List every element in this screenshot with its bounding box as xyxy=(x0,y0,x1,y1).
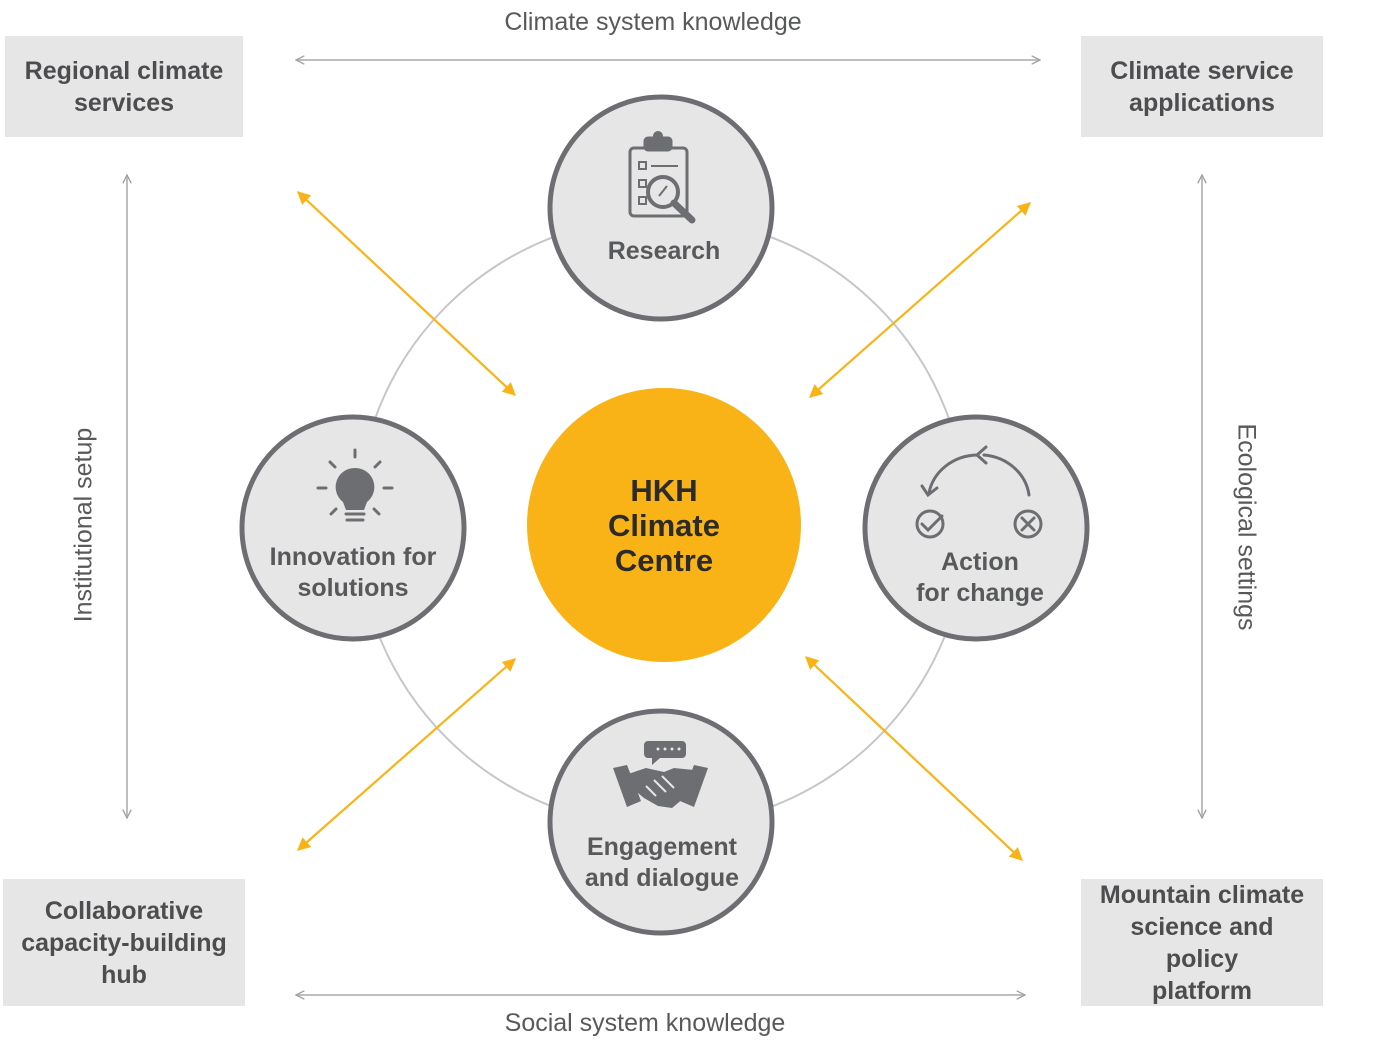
handshake-icon xyxy=(613,741,708,808)
clipboard-magnifier-icon xyxy=(628,131,696,224)
ecological-settings-label: Ecological settings xyxy=(1232,423,1261,631)
regional-climate-services-box: Regional climate services xyxy=(5,36,243,137)
mountain-climate-platform-box: Mountain climate science and policy plat… xyxy=(1081,879,1323,1006)
capacity-building-hub-box: Collaborative capacity-building hub xyxy=(3,879,245,1006)
cycle-check-cross-icon xyxy=(915,445,1043,539)
arrow-center-top-right xyxy=(809,202,1031,398)
hkh-climate-centre-label: HKH Climate Centre xyxy=(608,473,720,578)
lightbulb-icon xyxy=(316,448,394,522)
action-node xyxy=(862,414,1090,642)
innovation-label: Innovation for solutions xyxy=(269,543,437,602)
arrow-center-bottom-left xyxy=(297,658,516,851)
climate-system-knowledge-label: Climate system knowledge xyxy=(504,8,802,36)
research-label: Research xyxy=(607,237,721,265)
institutional-setup-label: Institutional setup xyxy=(69,427,98,623)
action-label: Action for change xyxy=(916,548,1044,607)
regional-climate-services-label: Regional climate services xyxy=(24,56,224,117)
climate-service-applications-label: Climate service applications xyxy=(1110,56,1294,117)
capacity-building-hub-label: Collaborative capacity-building hub xyxy=(21,896,227,989)
engagement-node xyxy=(547,708,775,936)
arrow-center-bottom-right xyxy=(805,656,1023,861)
mountain-climate-platform-label: Mountain climate science and policy plat… xyxy=(1099,880,1305,1005)
social-system-knowledge-label: Social system knowledge xyxy=(504,1009,786,1037)
center-circle xyxy=(527,388,801,662)
arrow-center-top-left xyxy=(297,191,516,396)
engagement-label: Engagement and dialogue xyxy=(584,833,740,892)
climate-service-applications-box: Climate service applications xyxy=(1081,36,1323,137)
innovation-node xyxy=(239,414,467,642)
